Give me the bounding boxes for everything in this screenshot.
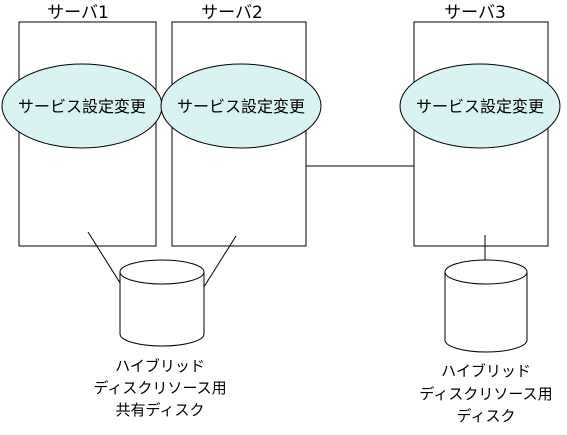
server-3-service-ellipse xyxy=(399,63,561,149)
local-disk-label-line-2: ディスクリソース用 xyxy=(419,385,552,403)
shared-disk-label-line-1: ハイブリッド xyxy=(115,357,205,375)
server-1-title: サーバ1 xyxy=(47,3,109,23)
server-3-service-label: サービス設定変更 xyxy=(416,97,544,116)
server-3: サーバ3 サービス設定変更 xyxy=(399,3,561,247)
local-disk-label-line-1: ハイブリッド xyxy=(441,362,531,380)
server-3-title: サーバ3 xyxy=(444,3,506,23)
shared-disk-label-line-3: 共有ディスク xyxy=(116,401,205,419)
server-2: サーバ2 サービス設定変更 xyxy=(160,3,322,247)
server-3-box xyxy=(413,21,549,247)
server-2-service-ellipse xyxy=(160,63,322,149)
local-disk-label-line-3: ディスク xyxy=(457,407,516,425)
shared-disk-cylinder-top xyxy=(119,259,205,285)
server-2-service-label: サービス設定変更 xyxy=(177,97,305,116)
server-1-service-label: サービス設定変更 xyxy=(18,97,146,116)
shared-disk-connector-right xyxy=(201,235,237,291)
local-disk-cylinder-body xyxy=(444,272,528,353)
shared-disk-cylinder-body xyxy=(119,272,205,347)
server-2-box xyxy=(171,21,307,247)
server-1: サーバ1 サービス設定変更 xyxy=(1,3,163,247)
server-2-title: サーバ2 xyxy=(201,3,263,23)
shared-disk: ハイブリッド ディスクリソース用 共有ディスク xyxy=(87,231,237,419)
local-disk-cylinder-top xyxy=(444,259,528,285)
local-disk: ハイブリッド ディスクリソース用 ディスク xyxy=(419,235,553,425)
shared-disk-connector-left xyxy=(87,231,123,287)
server-1-box xyxy=(18,21,157,247)
shared-disk-label-line-2: ディスクリソース用 xyxy=(93,379,226,397)
